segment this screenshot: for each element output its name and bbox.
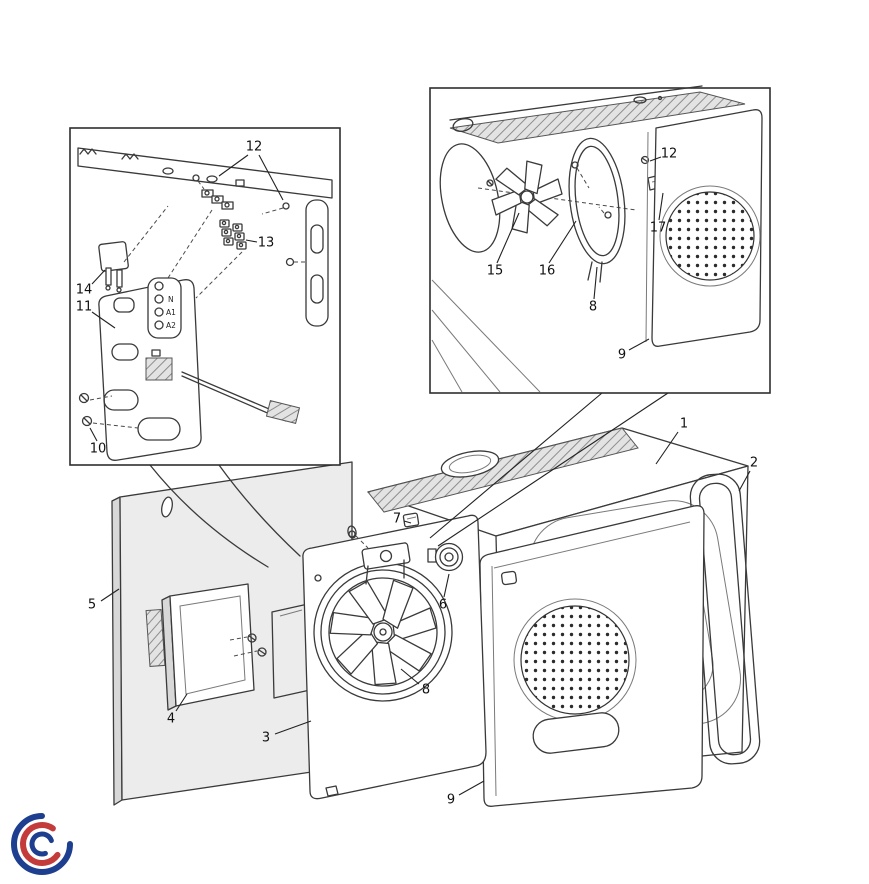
callout-main-8: 8 xyxy=(400,668,430,698)
callout-main-7: 7 xyxy=(393,512,412,527)
callout-main-3: 3 xyxy=(262,720,312,746)
callout-label: 5 xyxy=(88,598,96,613)
callout-label: 9 xyxy=(447,793,455,808)
main-exploded-view xyxy=(111,427,761,807)
callout-label: 10 xyxy=(90,442,107,457)
inset-pointer-line xyxy=(437,392,669,547)
harness-curve xyxy=(149,464,269,568)
callout-label: 12 xyxy=(246,140,263,155)
callout-main-4: 4 xyxy=(167,693,188,727)
inner-back-panel-3 xyxy=(302,512,487,800)
inset-cavity-corner xyxy=(431,85,746,393)
screw-icon xyxy=(229,633,267,657)
side-bracket-strip xyxy=(285,199,329,327)
callout-label: 12 xyxy=(661,147,678,162)
terminal-block-12 xyxy=(192,174,290,215)
callout-label: 8 xyxy=(589,300,597,315)
inset-pointer-line xyxy=(429,392,603,539)
clamp-7 xyxy=(402,512,420,528)
callout-tr-15: 15 xyxy=(487,212,520,279)
callout-main-2: 2 xyxy=(738,456,758,492)
motor-6 xyxy=(427,542,464,572)
callout-label: 4 xyxy=(167,712,175,727)
callout-label: 9 xyxy=(618,348,626,363)
callout-main-1: 1 xyxy=(655,417,688,465)
insulation-slot xyxy=(145,608,166,667)
outer-back-panel-9 xyxy=(479,505,705,807)
small-cutout xyxy=(500,570,518,586)
support-bracket-11: N A1 A2 xyxy=(98,277,202,461)
control-inset: N A1 A2 xyxy=(69,127,341,466)
support-rod xyxy=(181,371,301,424)
callout-tr-9: 9 xyxy=(618,338,650,363)
inset-fan-impeller-15 xyxy=(477,157,637,237)
fan-inset xyxy=(429,85,771,394)
callout-tr-8: 8 xyxy=(589,266,598,315)
callout-label: 6 xyxy=(439,598,447,613)
inset-element-ring-16 xyxy=(568,137,626,283)
callout-tr-16: 16 xyxy=(539,220,577,279)
callout-tl-14: 14 xyxy=(76,269,106,298)
callout-label: 15 xyxy=(487,264,504,279)
oven-cavity-1 xyxy=(367,427,749,537)
vent-hole xyxy=(440,450,500,478)
motor-mount xyxy=(348,530,411,585)
top-rail xyxy=(77,147,333,199)
switch-14 xyxy=(98,205,169,293)
heating-element-ring-8 xyxy=(320,569,446,695)
callout-tl-12: 12 xyxy=(218,140,284,201)
inset-back-panel-9 xyxy=(645,109,763,347)
callout-tr-17: 17 xyxy=(650,192,667,236)
fan-grille-perforation xyxy=(520,605,630,715)
callout-tl-11: 11 xyxy=(76,300,116,329)
callout-tr-12: 12 xyxy=(649,147,678,162)
callout-main-5: 5 xyxy=(88,588,120,613)
terminal-label-a1: A1 xyxy=(166,308,176,317)
callout-main-9: 9 xyxy=(447,780,485,808)
callout-label: 13 xyxy=(258,236,275,251)
callout-label: 14 xyxy=(76,283,93,298)
callout-tl-10: 10 xyxy=(89,427,107,457)
fan-impeller xyxy=(324,574,437,690)
harness-curve xyxy=(218,464,301,557)
callout-label: 7 xyxy=(393,512,401,527)
callout-label: 2 xyxy=(750,456,758,471)
callout-label: 17 xyxy=(650,221,667,236)
lower-vent-slot xyxy=(532,712,620,754)
callout-tl-13: 13 xyxy=(245,236,275,251)
bracket-4 xyxy=(161,583,267,711)
brand-swirl-logo-icon xyxy=(11,813,73,875)
callout-label: 3 xyxy=(262,731,270,746)
connector-block-13 xyxy=(167,209,247,299)
callout-label: 1 xyxy=(680,417,688,432)
terminal-label-a2: A2 xyxy=(166,321,176,330)
callout-label: 16 xyxy=(539,264,556,279)
callout-label: 8 xyxy=(422,683,430,698)
callout-label: 11 xyxy=(76,300,93,315)
callouts: 1 2 5 7 6 4 8 3 9 12 xyxy=(76,140,758,808)
terminal-label-n: N xyxy=(168,295,174,304)
terminal-strip: N A1 A2 xyxy=(147,277,182,339)
top-insulation-strip xyxy=(367,427,639,513)
screws-10 xyxy=(78,392,139,429)
callout-main-6: 6 xyxy=(439,573,450,613)
